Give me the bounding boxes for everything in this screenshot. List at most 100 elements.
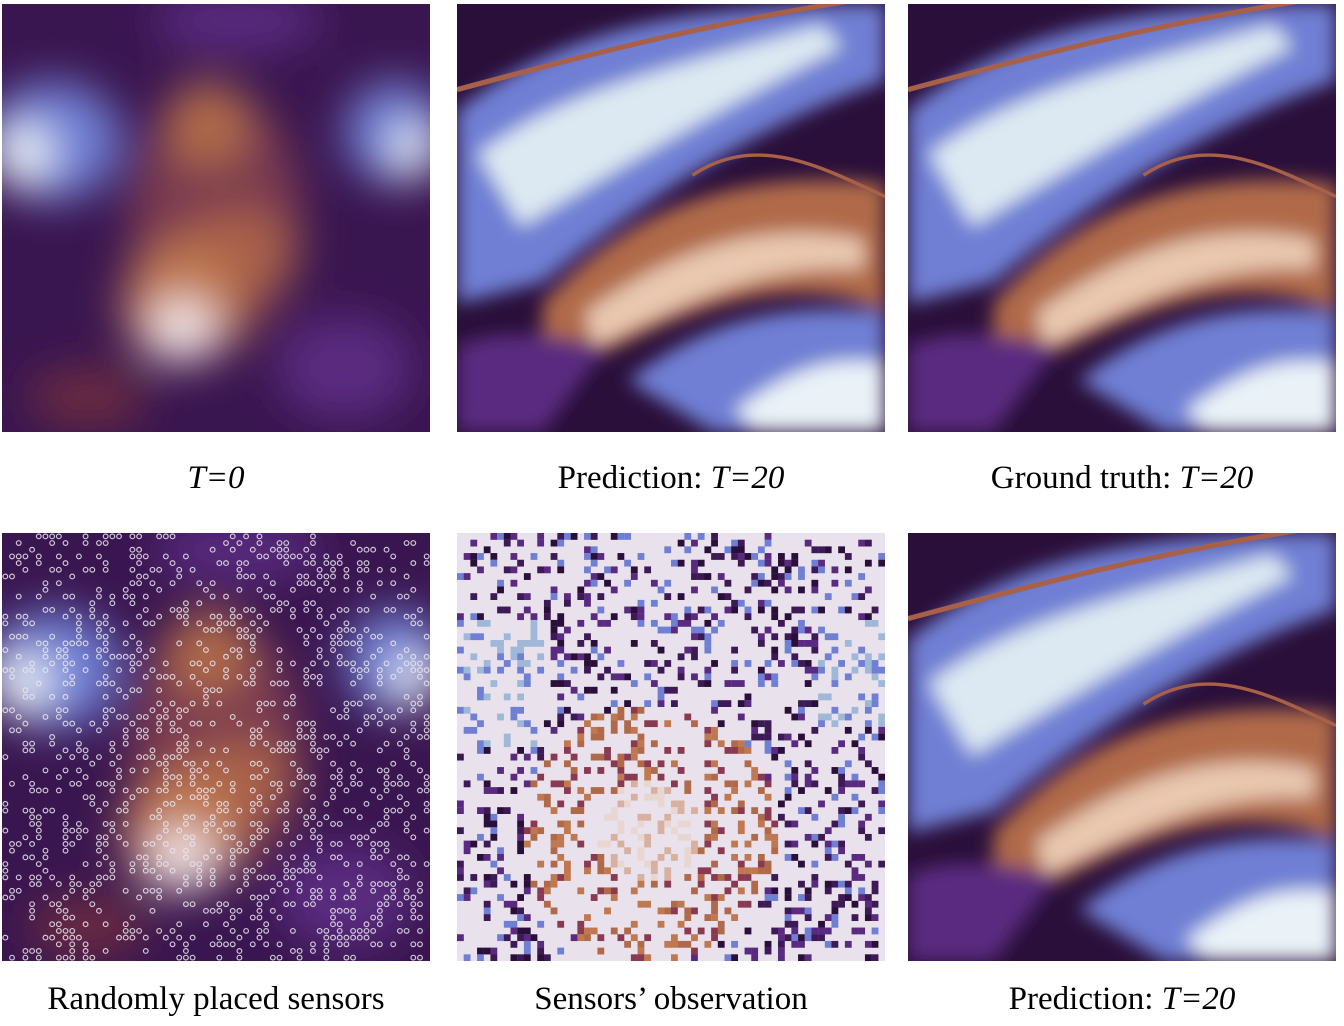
observed-cell <box>831 706 839 714</box>
sensor-marker <box>229 861 236 867</box>
observed-cell <box>517 613 525 621</box>
sensor-marker <box>256 907 263 914</box>
sensor-marker <box>396 927 403 934</box>
observed-cell <box>798 787 805 794</box>
observed-cell <box>677 593 685 601</box>
sensor-marker <box>343 640 350 647</box>
observed-cell <box>610 533 618 540</box>
observed-cell <box>590 733 598 741</box>
sensor-marker <box>370 593 377 600</box>
observed-cell <box>764 940 772 948</box>
sensor-marker <box>96 847 102 854</box>
observed-cell <box>844 606 852 614</box>
observed-cell <box>617 860 625 868</box>
observed-cell <box>637 900 645 908</box>
sensor-marker <box>216 934 223 941</box>
observed-cell <box>523 934 531 942</box>
observed-cell <box>711 820 718 828</box>
sensor-marker <box>62 593 69 600</box>
sensor-marker <box>303 546 310 553</box>
sensor-marker <box>296 720 303 727</box>
sensor-marker <box>129 600 136 607</box>
observed-cell <box>757 860 765 868</box>
sensor-marker <box>203 854 209 861</box>
sensor-marker <box>403 854 410 861</box>
observed-cell <box>630 713 638 721</box>
sensor-marker <box>75 767 82 774</box>
observed-cell <box>771 894 779 901</box>
observed-cell <box>630 954 638 961</box>
sensor-marker <box>169 800 176 807</box>
observed-cell <box>537 954 545 961</box>
observed-cell <box>671 619 678 627</box>
observed-cell <box>590 787 598 794</box>
observed-cell <box>784 633 792 641</box>
observed-cell <box>737 599 745 607</box>
observed-cell <box>657 686 665 694</box>
observed-cell <box>711 793 718 801</box>
sensor-marker <box>249 680 256 687</box>
sensor-marker <box>303 867 310 874</box>
sensor-marker <box>396 867 403 874</box>
observed-cell <box>637 813 645 821</box>
observed-cell <box>871 940 879 948</box>
sensor-marker <box>55 580 62 587</box>
observed-cell <box>630 740 638 748</box>
sensor-marker <box>223 653 229 660</box>
sensor-marker <box>142 727 149 734</box>
observed-cell <box>764 887 772 895</box>
sensor-marker <box>122 640 129 647</box>
sensor-marker <box>35 787 42 794</box>
observed-cell <box>590 753 598 761</box>
observed-cell <box>858 927 866 935</box>
sensor-marker <box>96 841 102 847</box>
sensor-marker <box>310 627 316 633</box>
sensor-marker <box>350 740 357 747</box>
sensor-marker <box>136 580 143 587</box>
observed-cell <box>523 940 531 948</box>
observed-cell <box>864 860 872 868</box>
observed-cell <box>784 920 792 928</box>
observed-cell <box>490 787 498 794</box>
observed-cell <box>717 700 725 708</box>
observed-cell <box>844 807 852 815</box>
observed-cell <box>831 747 839 754</box>
observed-cell <box>717 920 725 928</box>
sensor-marker <box>96 653 102 660</box>
observed-cell <box>864 613 872 621</box>
observed-cell <box>764 559 772 567</box>
sensor-marker <box>69 948 76 954</box>
sensor-marker <box>243 560 250 567</box>
sensor-marker <box>122 887 129 894</box>
observed-cell <box>590 546 598 554</box>
observed-cell <box>778 954 785 961</box>
sensor-marker <box>176 827 183 834</box>
sensor-marker <box>229 780 236 787</box>
observed-cell <box>630 613 638 621</box>
observed-cell <box>497 579 504 587</box>
sensor-marker <box>316 613 323 620</box>
observed-cell <box>717 927 725 935</box>
sensor-marker <box>156 533 163 540</box>
observed-cell <box>711 914 718 922</box>
observed-cell <box>610 586 618 594</box>
sensor-marker <box>69 680 76 687</box>
sensor-marker <box>136 647 143 653</box>
observed-cell <box>811 646 819 654</box>
sensor-marker <box>417 941 423 948</box>
observed-cell <box>564 760 571 768</box>
observed-cell <box>798 640 805 647</box>
sensor-marker <box>29 667 36 674</box>
observed-cell <box>671 907 678 915</box>
observed-cell <box>697 606 705 614</box>
sensor-marker <box>209 747 216 754</box>
sensor-marker <box>15 713 22 720</box>
observed-cell <box>671 827 678 835</box>
observed-cell <box>457 753 464 761</box>
observed-cell <box>557 780 565 788</box>
sensor-marker <box>417 734 423 740</box>
sensor-marker <box>176 573 183 580</box>
observed-cell <box>617 553 625 560</box>
observed-cell <box>858 646 866 654</box>
observed-cell <box>751 553 759 560</box>
